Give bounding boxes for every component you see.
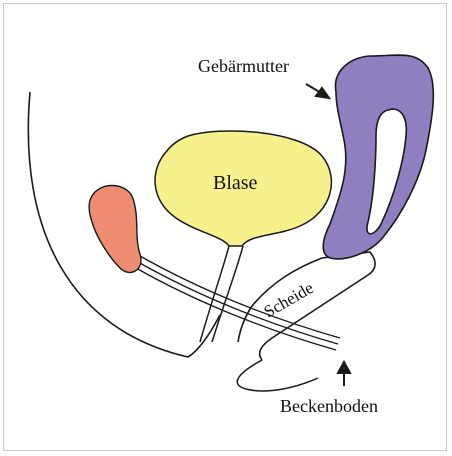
label-bladder: Blase: [213, 172, 258, 194]
urethra: [200, 246, 243, 342]
label-uterus: Gebärmutter: [198, 56, 289, 76]
pelvic-floor-curve: [237, 360, 318, 391]
uterus-arrow: [306, 84, 329, 98]
uterus: [323, 55, 433, 259]
rectum: [89, 186, 141, 273]
pelvic-floor-muscle: [136, 256, 340, 350]
label-pelvic-floor: Beckenboden: [280, 396, 378, 416]
vagina-tube: [238, 252, 375, 360]
pelvic-floor-arrow: [338, 362, 350, 386]
